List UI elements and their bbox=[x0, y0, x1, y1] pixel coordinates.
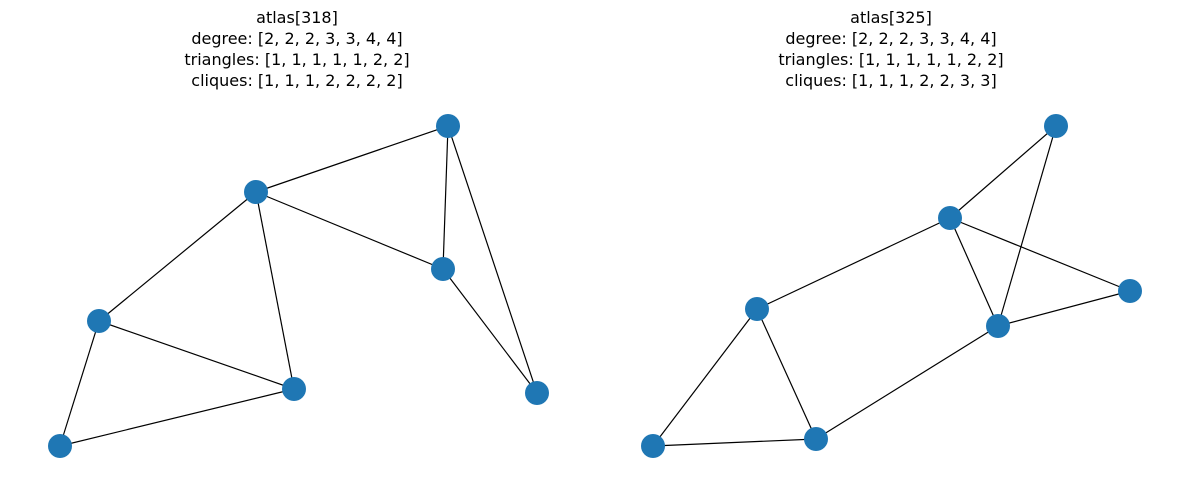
graph-node bbox=[1118, 279, 1142, 303]
graph-node bbox=[804, 427, 828, 451]
graph-node bbox=[986, 314, 1010, 338]
graph-node bbox=[745, 297, 769, 321]
clique-counts: cliques: [1, 1, 1, 2, 2, 3, 3] bbox=[785, 71, 997, 90]
graph-panel-right: atlas[325] degree: [2, 2, 2, 3, 3, 4, 4]… bbox=[594, 0, 1188, 489]
graph-edge bbox=[59, 388, 295, 447]
graph-edge bbox=[652, 438, 817, 447]
triangle-counts: triangles: [1, 1, 1, 1, 1, 2, 2] bbox=[184, 50, 410, 69]
graph-title: atlas[318] bbox=[256, 8, 338, 27]
edge-group bbox=[652, 125, 1131, 447]
degree-sequence: degree: [2, 2, 2, 3, 3, 4, 4] bbox=[785, 29, 997, 48]
graph-drawing-right bbox=[641, 114, 1142, 458]
graph-edge bbox=[255, 191, 444, 270]
graph-caption-right: atlas[325] degree: [2, 2, 2, 3, 3, 4, 4]… bbox=[594, 7, 1188, 91]
graph-panel-left: atlas[318] degree: [2, 2, 2, 3, 3, 4, 4]… bbox=[0, 0, 594, 489]
graph-edge bbox=[949, 217, 1131, 292]
graph-node bbox=[431, 257, 455, 281]
graph-node bbox=[938, 206, 962, 230]
graph-node bbox=[436, 114, 460, 138]
graph-edge bbox=[756, 217, 951, 310]
graph-edge bbox=[255, 191, 295, 390]
graph-edge bbox=[447, 125, 538, 394]
clique-counts: cliques: [1, 1, 1, 2, 2, 2, 2] bbox=[191, 71, 403, 90]
graph-caption-left: atlas[318] degree: [2, 2, 2, 3, 3, 4, 4]… bbox=[0, 7, 594, 91]
graph-edge bbox=[815, 325, 999, 440]
graph-edge bbox=[756, 308, 817, 440]
graph-edge bbox=[59, 320, 100, 447]
graph-edge bbox=[98, 191, 257, 322]
graph-edge bbox=[98, 320, 295, 390]
graph-title: atlas[325] bbox=[850, 8, 932, 27]
graph-node bbox=[282, 377, 306, 401]
degree-sequence: degree: [2, 2, 2, 3, 3, 4, 4] bbox=[191, 29, 403, 48]
graph-edge bbox=[442, 125, 449, 270]
graph-edge bbox=[255, 125, 449, 193]
triangle-counts: triangles: [1, 1, 1, 1, 1, 2, 2] bbox=[778, 50, 1004, 69]
graph-edge bbox=[442, 268, 538, 394]
edge-group bbox=[59, 125, 538, 447]
graph-edge bbox=[949, 125, 1057, 219]
graph-edge bbox=[997, 125, 1057, 327]
graph-node bbox=[244, 180, 268, 204]
graph-drawing-left bbox=[48, 114, 549, 458]
graph-node bbox=[525, 381, 549, 405]
node-group bbox=[48, 114, 549, 458]
graph-node bbox=[48, 434, 72, 458]
graph-node bbox=[641, 434, 665, 458]
graph-node bbox=[1044, 114, 1068, 138]
graph-edge bbox=[652, 308, 758, 447]
graph-edge bbox=[997, 290, 1131, 327]
graph-edge bbox=[949, 217, 999, 327]
node-group bbox=[641, 114, 1142, 458]
graph-node bbox=[87, 309, 111, 333]
